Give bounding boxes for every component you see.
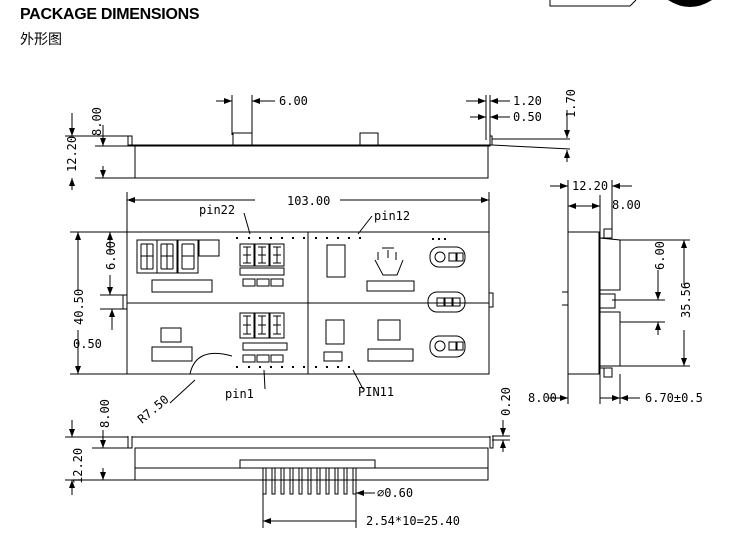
top-dim-12.20: 12.20 [65, 136, 79, 172]
top-view [65, 95, 571, 190]
top-dim-1.70: 1.70 [564, 89, 578, 118]
front-view [70, 192, 494, 404]
bottom-dim-12.20: 12.20 [71, 448, 85, 484]
front-dim-103.00: 103.00 [287, 194, 330, 208]
label-pin1: pin1 [225, 387, 254, 401]
bottom-pins [262, 467, 357, 495]
page-subtitle: 外形图 [20, 32, 62, 48]
side-dim-8.00-bottom: 8.00 [528, 391, 557, 405]
digit-group-lower-mid [239, 312, 288, 363]
front-dim-0.50: 0.50 [73, 337, 102, 351]
corner-fragment [549, 0, 712, 7]
label-pin11: PIN11 [358, 385, 394, 399]
bottom-dim-pin-diameter: ∅0.60 [377, 486, 413, 500]
top-dim-6.00: 6.00 [279, 94, 308, 108]
bottom-view [65, 420, 510, 528]
top-dim-0.50: 0.50 [513, 110, 542, 124]
front-dim-radius: R7.50 [135, 392, 172, 426]
side-dim-35.56: 35.56 [679, 282, 693, 318]
front-dim-6.00: 6.00 [104, 241, 118, 270]
label-pin22: pin22 [199, 203, 235, 217]
side-dim-12.20: 12.20 [572, 179, 608, 193]
front-dim-40.50: 40.50 [72, 289, 86, 325]
label-pin12: pin12 [374, 209, 410, 223]
pin-dots [236, 237, 446, 368]
digit-group-upper-mid [239, 243, 285, 287]
top-dim-1.20: 1.20 [513, 94, 542, 108]
top-dim-8.00: 8.00 [90, 107, 104, 136]
bottom-dim-pitch: 2.54*10=25.40 [366, 514, 460, 528]
page-title: PACKAGE DIMENSIONS [20, 6, 200, 23]
digit-group-lower-left [151, 327, 193, 362]
side-dim-8.00-top: 8.00 [612, 198, 641, 212]
bottom-dim-8.00: 8.00 [98, 399, 112, 428]
side-view [548, 180, 690, 404]
bottom-dim-0.20: 0.20 [499, 387, 513, 416]
side-dim-6.70: 6.70±0.5 [645, 391, 703, 405]
side-dim-6.00: 6.00 [653, 241, 667, 270]
digit-group-upper-right [326, 244, 466, 313]
digit-group-lower-right [323, 319, 466, 362]
digit-group-upper-left [136, 239, 220, 293]
